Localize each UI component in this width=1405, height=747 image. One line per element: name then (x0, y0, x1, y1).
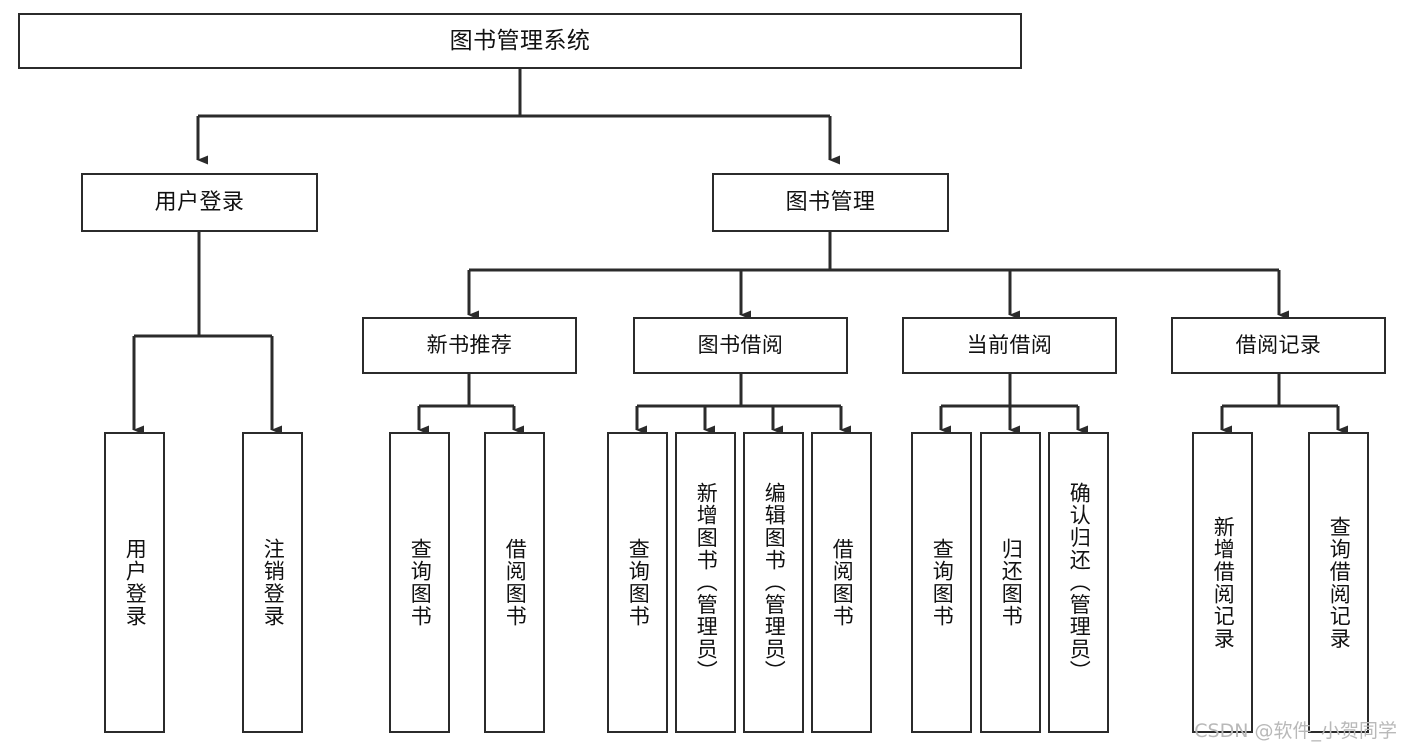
leaf-current-query-book-label: 查询图书 (930, 537, 955, 628)
leaf-record-query-record-label: 查询借阅记录 (1327, 515, 1352, 650)
leaf-borrow-query-book-label: 查询图书 (626, 537, 651, 628)
leaf-borrow-borrow-book[interactable]: 借阅图书 (811, 432, 872, 733)
node-root-label: 图书管理系统 (449, 27, 591, 54)
leaf-borrow-query-book[interactable]: 查询图书 (607, 432, 668, 733)
node-borrow-record-label: 借阅记录 (1235, 333, 1322, 358)
leaf-borrow-edit-book-admin-label: 编辑图书（管理员） (762, 482, 787, 683)
leaf-record-add-record[interactable]: 新增借阅记录 (1192, 432, 1253, 733)
node-borrow-record[interactable]: 借阅记录 (1171, 317, 1386, 374)
node-root[interactable]: 图书管理系统 (18, 13, 1022, 69)
node-book-management[interactable]: 图书管理 (712, 173, 949, 232)
node-user-login[interactable]: 用户登录 (81, 173, 318, 232)
node-book-management-label: 图书管理 (785, 189, 876, 215)
leaf-current-return-book-label: 归还图书 (999, 537, 1024, 628)
leaf-current-confirm-return-admin-label: 确认归还（管理员） (1067, 482, 1092, 683)
leaf-borrow-edit-book-admin[interactable]: 编辑图书（管理员） (743, 432, 804, 733)
node-current-borrow[interactable]: 当前借阅 (902, 317, 1117, 374)
leaf-logout-label: 注销登录 (261, 537, 286, 628)
node-current-borrow-label: 当前借阅 (966, 333, 1053, 358)
leaf-newbook-query-book[interactable]: 查询图书 (389, 432, 450, 733)
leaf-record-add-record-label: 新增借阅记录 (1211, 515, 1236, 650)
leaf-current-return-book[interactable]: 归还图书 (980, 432, 1041, 733)
leaf-borrow-add-book-admin-label: 新增图书（管理员） (694, 482, 719, 683)
leaf-record-query-record[interactable]: 查询借阅记录 (1308, 432, 1369, 733)
leaf-current-confirm-return-admin[interactable]: 确认归还（管理员） (1048, 432, 1109, 733)
node-book-borrow[interactable]: 图书借阅 (633, 317, 848, 374)
watermark-text: CSDN @软件_小贺同学 (1194, 720, 1397, 742)
leaf-newbook-query-book-label: 查询图书 (408, 537, 433, 628)
leaf-user-login-label: 用户登录 (123, 537, 148, 628)
leaf-logout[interactable]: 注销登录 (242, 432, 303, 733)
leaf-newbook-borrow-book-label: 借阅图书 (503, 537, 528, 628)
leaf-user-login[interactable]: 用户登录 (104, 432, 165, 733)
leaf-borrow-add-book-admin[interactable]: 新增图书（管理员） (675, 432, 736, 733)
leaf-borrow-borrow-book-label: 借阅图书 (830, 537, 855, 628)
node-book-borrow-label: 图书借阅 (697, 333, 784, 358)
leaf-newbook-borrow-book[interactable]: 借阅图书 (484, 432, 545, 733)
node-new-book-recommend[interactable]: 新书推荐 (362, 317, 577, 374)
node-user-login-label: 用户登录 (154, 189, 245, 215)
node-new-book-recommend-label: 新书推荐 (426, 333, 513, 358)
leaf-current-query-book[interactable]: 查询图书 (911, 432, 972, 733)
